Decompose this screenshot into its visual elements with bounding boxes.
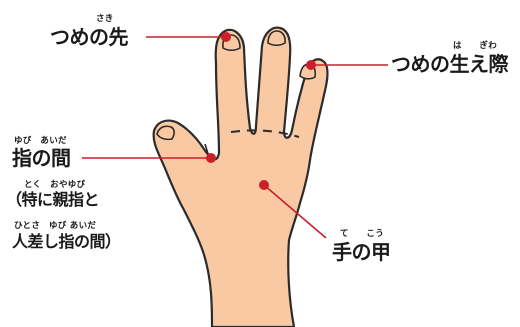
middle-nail xyxy=(268,31,285,45)
marker-nail-base xyxy=(307,61,315,69)
nail-base-label: つめの生え際 xyxy=(391,54,508,74)
between-fingers-note-ruby-2: ひとさ ゆび あいだ xyxy=(14,222,96,231)
between-fingers-note-2: 人差し指の間） xyxy=(12,234,121,250)
between-fingers-ruby: ゆび あいだ xyxy=(14,137,67,146)
thumb-nail xyxy=(157,126,174,139)
between-fingers-note-1: （特に親指と xyxy=(6,192,99,208)
back-of-hand-ruby: て こう xyxy=(340,230,384,239)
nail-tip-label: つめの先 xyxy=(50,27,128,47)
between-fingers-label: 指の間 xyxy=(12,148,71,168)
nail-base-ruby: は ぎわ xyxy=(453,42,497,51)
marker-between-fingers xyxy=(207,154,215,162)
between-fingers-note-ruby-1: とく おやゆび xyxy=(24,181,85,190)
back-of-hand-label: 手の甲 xyxy=(332,242,391,262)
nail-tip-ruby: さき xyxy=(96,15,114,24)
marker-nail-tip xyxy=(222,33,230,41)
marker-back-of-hand xyxy=(260,181,268,189)
